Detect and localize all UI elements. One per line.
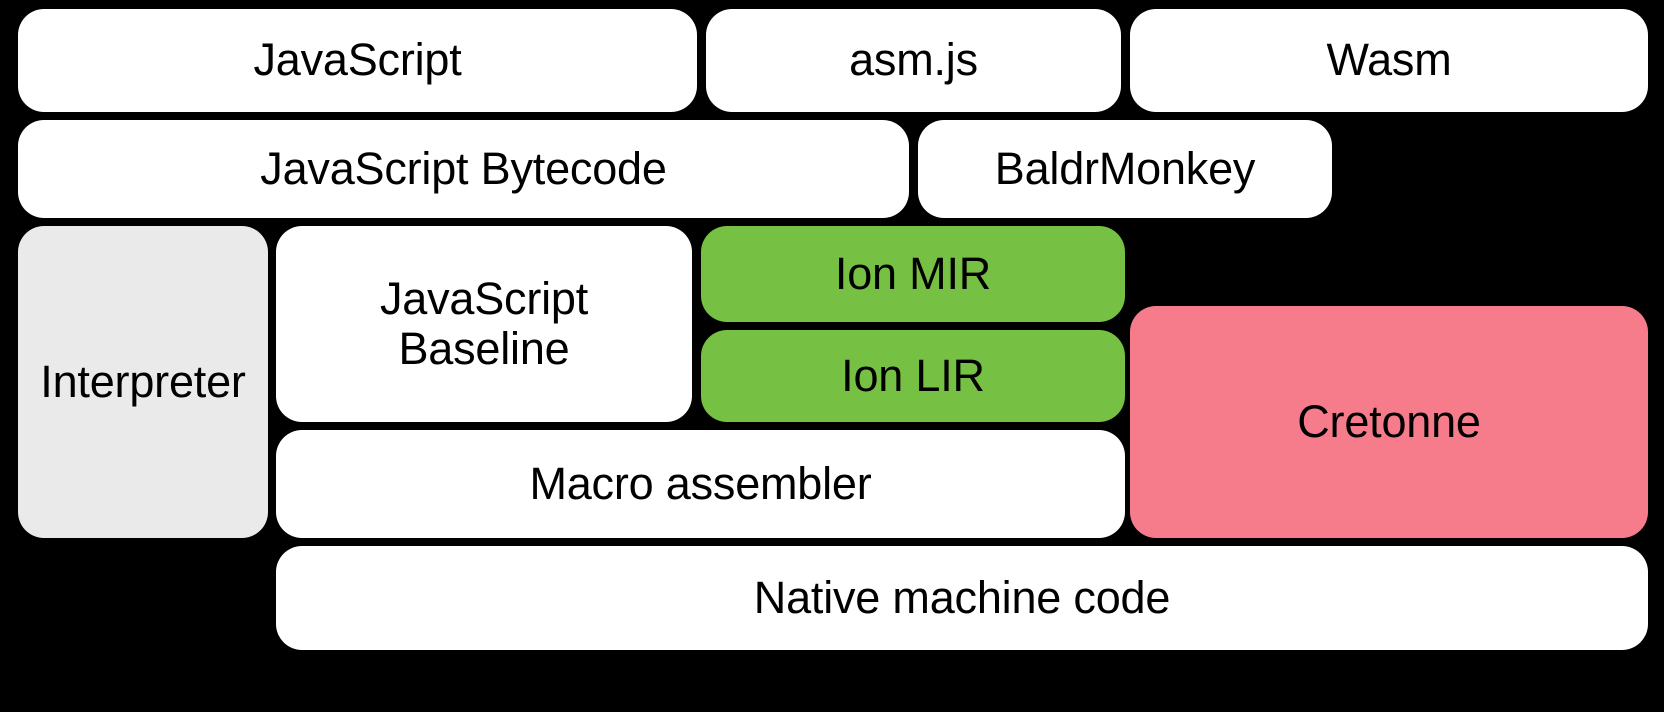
node-cretonne[interactable]: Cretonne bbox=[1130, 306, 1648, 538]
node-wasm[interactable]: Wasm bbox=[1130, 9, 1648, 112]
node-javascript-baseline[interactable]: JavaScript Baseline bbox=[276, 226, 692, 422]
node-ion-mir[interactable]: Ion MIR bbox=[701, 226, 1125, 322]
node-baldrmonkey[interactable]: BaldrMonkey bbox=[918, 120, 1332, 218]
node-asm-js[interactable]: asm.js bbox=[706, 9, 1121, 112]
node-ion-lir[interactable]: Ion LIR bbox=[701, 330, 1125, 422]
node-macro-assembler[interactable]: Macro assembler bbox=[276, 430, 1125, 538]
node-javascript-bytecode[interactable]: JavaScript Bytecode bbox=[18, 120, 909, 218]
node-interpreter[interactable]: Interpreter bbox=[18, 226, 268, 538]
node-javascript[interactable]: JavaScript bbox=[18, 9, 697, 112]
node-native-machine-code[interactable]: Native machine code bbox=[276, 546, 1648, 650]
